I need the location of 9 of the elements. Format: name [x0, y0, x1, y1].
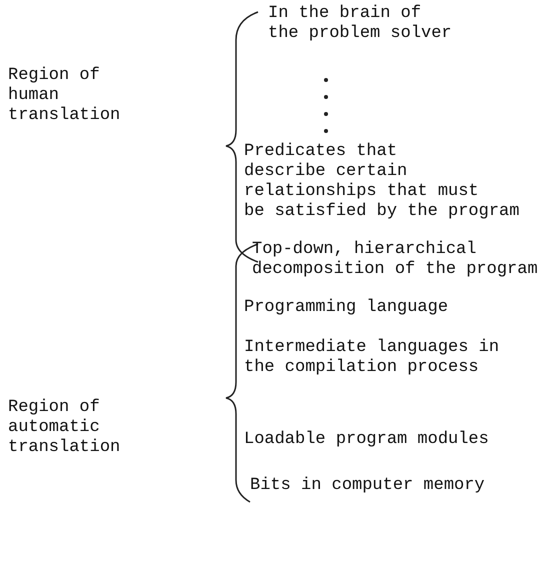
level-label: Bits in computer memory: [250, 476, 485, 496]
level-label: Top-down, hierarchical decomposition of the program: [252, 240, 538, 280]
level-label: Predicates that describe certain relationships that must be satisfied by the program: [244, 142, 520, 222]
level-label: In the brain of the problem solver: [268, 4, 452, 44]
region-label: Region of human translation: [8, 66, 120, 126]
region-label: Region of automatic translation: [8, 398, 120, 458]
level-label: Programming language: [244, 298, 448, 318]
level-label: Intermediate languages in the compilation process: [244, 338, 500, 378]
level-label: Loadable program modules: [244, 430, 489, 450]
